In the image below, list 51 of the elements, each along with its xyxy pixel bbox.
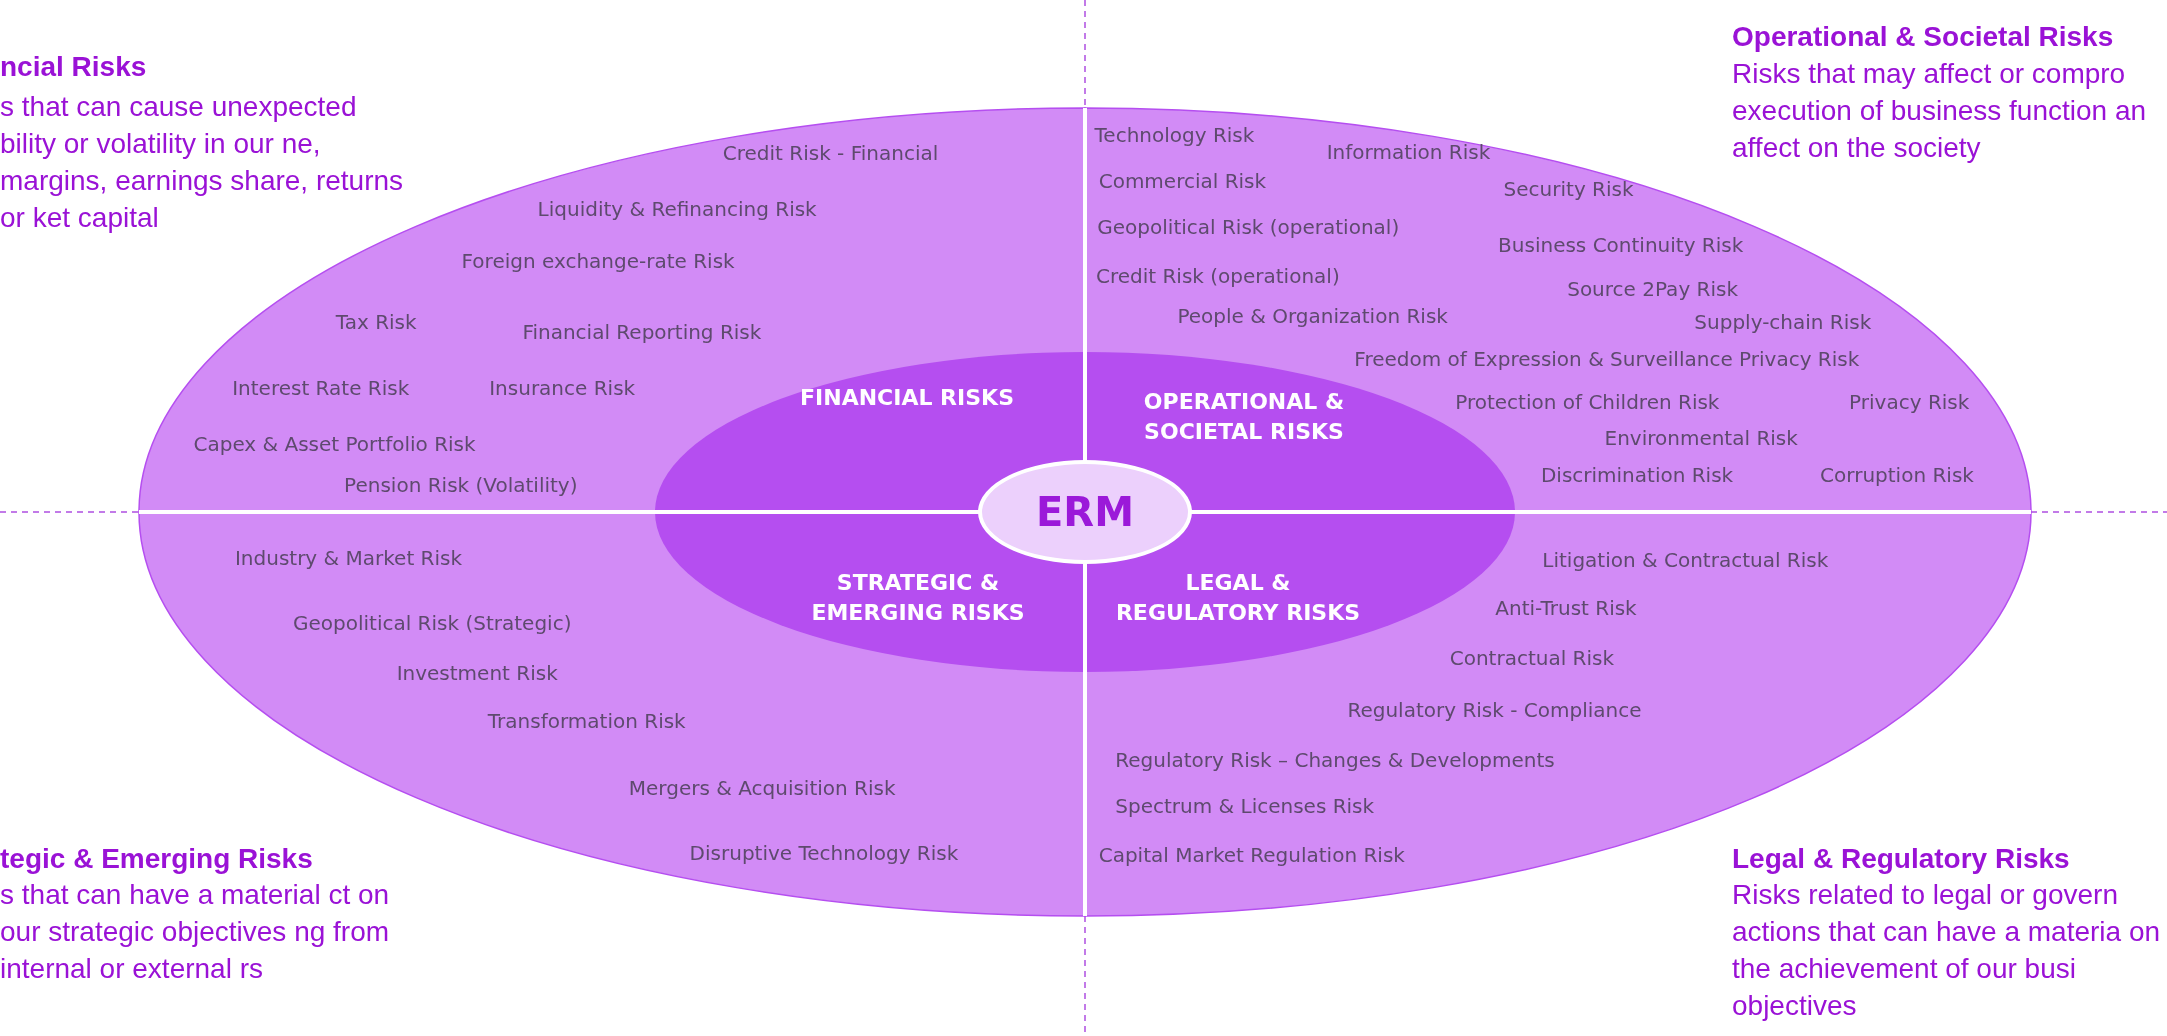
risk-label: Regulatory Risk – Changes & Developments bbox=[1115, 747, 1555, 774]
risk-label: Protection of Children Risk bbox=[1455, 389, 1720, 416]
risk-label: Discrimination Risk bbox=[1540, 462, 1734, 489]
risk-label: Disruptive Technology Risk bbox=[689, 839, 959, 866]
risk-label: Regulatory Risk - Compliance bbox=[1347, 697, 1642, 724]
category-heading: ncial Risks bbox=[0, 50, 148, 84]
risk-label: Business Continuity Risk bbox=[1498, 231, 1744, 258]
risk-label: People & Organization Risk bbox=[1177, 303, 1448, 330]
category-title: LEGAL & REGULATORY RISKS bbox=[1114, 569, 1362, 627]
risk-label: Tax Risk bbox=[335, 309, 417, 335]
category-title: FINANCIAL RISKS bbox=[799, 384, 1015, 412]
category-title: STRATEGIC & EMERGING RISKS bbox=[810, 569, 1026, 627]
risk-label: Source 2Pay Risk bbox=[1567, 275, 1739, 302]
category-heading: Legal & Regulatory Risks bbox=[1732, 842, 2071, 876]
risk-label: Supply-chain Risk bbox=[1694, 309, 1872, 335]
risk-label: Spectrum & Licenses Risk bbox=[1115, 792, 1375, 819]
risk-label: Credit Risk (operational) bbox=[1095, 263, 1340, 290]
risk-label: Industry & Market Risk bbox=[234, 545, 463, 572]
category-description: s that can cause unexpected bility or volatility in our ne, margins, earnings share, returns or ket capital bbox=[0, 90, 405, 235]
risk-label: Insurance Risk bbox=[489, 375, 636, 402]
risk-label: Credit Risk - Financial bbox=[722, 140, 939, 167]
risk-label: Corruption Risk bbox=[1820, 462, 1974, 489]
risk-label: Mergers & Acquisition Risk bbox=[628, 774, 896, 801]
risk-label: Pension Risk (Volatility) bbox=[344, 472, 578, 499]
risk-label: Privacy Risk bbox=[1849, 389, 1970, 416]
risk-label: Technology Risk bbox=[1094, 122, 1255, 149]
risk-label: Information Risk bbox=[1326, 139, 1491, 165]
risk-label: Liquidity & Refinancing Risk bbox=[537, 195, 817, 222]
risk-label: Geopolitical Risk (Strategic) bbox=[292, 610, 572, 637]
risk-label: Transformation Risk bbox=[487, 708, 686, 735]
category-description: Risks that may affect or compro execution of business function an affect on the society bbox=[1732, 57, 2148, 165]
risk-label: Litigation & Contractual Risk bbox=[1542, 546, 1829, 573]
category-description: Risks related to legal or govern actions that can have a materia on the achievement of our busi objectives bbox=[1732, 878, 2162, 1023]
risk-label: Investment Risk bbox=[396, 660, 558, 687]
risk-label: Capital Market Regulation Risk bbox=[1098, 842, 1405, 869]
risk-label: Foreign exchange-rate Risk bbox=[461, 248, 735, 275]
risk-label: Environmental Risk bbox=[1604, 425, 1798, 452]
category-heading: Operational & Societal Risks bbox=[1732, 20, 2115, 54]
category-description: s that can have a material ct on our strategic objectives ng from internal or external rs bbox=[0, 878, 391, 986]
category-heading: tegic & Emerging Risks bbox=[0, 842, 314, 876]
risk-label: Geopolitical Risk (operational) bbox=[1097, 213, 1400, 240]
risk-label: Capex & Asset Portfolio Risk bbox=[193, 430, 476, 457]
risk-label: Contractual Risk bbox=[1449, 644, 1615, 671]
risk-label: Financial Reporting Risk bbox=[522, 318, 762, 345]
risk-label: Anti-Trust Risk bbox=[1495, 595, 1637, 622]
risk-label: Freedom of Expression & Surveillance Privacy Risk bbox=[1354, 346, 1860, 373]
risk-label: Security Risk bbox=[1503, 176, 1634, 203]
risk-label: Interest Rate Risk bbox=[232, 375, 410, 402]
risk-label: Commercial Risk bbox=[1098, 168, 1267, 195]
category-title: OPERATIONAL & SOCIETAL RISKS bbox=[1142, 388, 1346, 446]
center-title: ERM bbox=[1036, 489, 1134, 535]
